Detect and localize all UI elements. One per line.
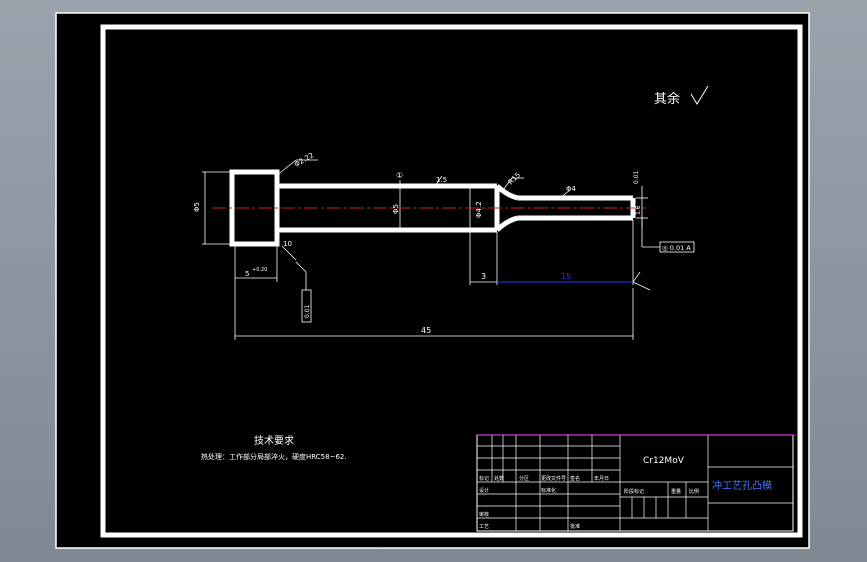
fillet-top [495,184,519,201]
dim-phi-body: Φ5 [392,204,400,214]
tb-sign: 签名 [570,475,580,482]
tb-process: 工艺 [479,524,489,530]
tech-requirements-title: 技术要求 [254,434,294,447]
tb-count: 处数 [494,475,504,482]
tb-change-doc: 更改文件号 [541,475,566,482]
part-name-label: 冲工艺孔凸模 [712,479,772,492]
tb-standard: 标准化 [541,487,556,494]
dim-len-15: 15 [561,272,571,281]
datum-box-text: 0.01 [304,304,311,318]
dim-len-5: 5 [245,270,249,278]
tb-ratio: 比例 [689,488,699,495]
tb-approve: 批准 [570,523,580,530]
dim-len-3: 3 [481,272,486,281]
surface-finish-note: 其余 [654,91,680,107]
geo-tolerance-text: ◎ 0.01 A [662,244,691,252]
dim-ref-circle: ① [396,171,403,180]
tb-design: 设计 [479,487,489,494]
dim-phi-tip: Φ4 [566,185,577,193]
drawing-frame [100,24,803,538]
tb-mark: 标记 [479,475,489,482]
datum-box [301,289,312,323]
dim-phi-body2: Φ4.2 [475,201,483,218]
dim-tol-label: 1.5 [436,176,447,184]
tb-review: 审核 [479,511,489,518]
geo-tolerance-frame [659,241,695,253]
roughness-symbol-icon [690,85,709,105]
fillet-bottom [495,215,519,232]
title-block [476,434,796,532]
tb-zone: 分区 [519,475,529,482]
tb-weight: 重量 [671,488,681,495]
tb-stage-mark: 阶段标记 [624,488,644,495]
dim-head-label: 10 [283,240,292,248]
tech-requirements-body: 热处理：工作部分局部淬火，硬度HRC58~62. [201,452,347,461]
material-label: Cr12MoV [643,456,685,466]
dim-phi-left: Φ5 [193,202,201,212]
tb-date: 年月日 [594,475,609,482]
dim-len-45: 45 [421,326,431,335]
dim-tip-note: 0.01 [633,170,640,184]
dimension-lines [202,159,660,340]
dim-side-right: 1.6 [635,205,642,215]
sheet-outer [55,12,810,549]
dim-len-5-tol: +0.20 [252,267,267,273]
